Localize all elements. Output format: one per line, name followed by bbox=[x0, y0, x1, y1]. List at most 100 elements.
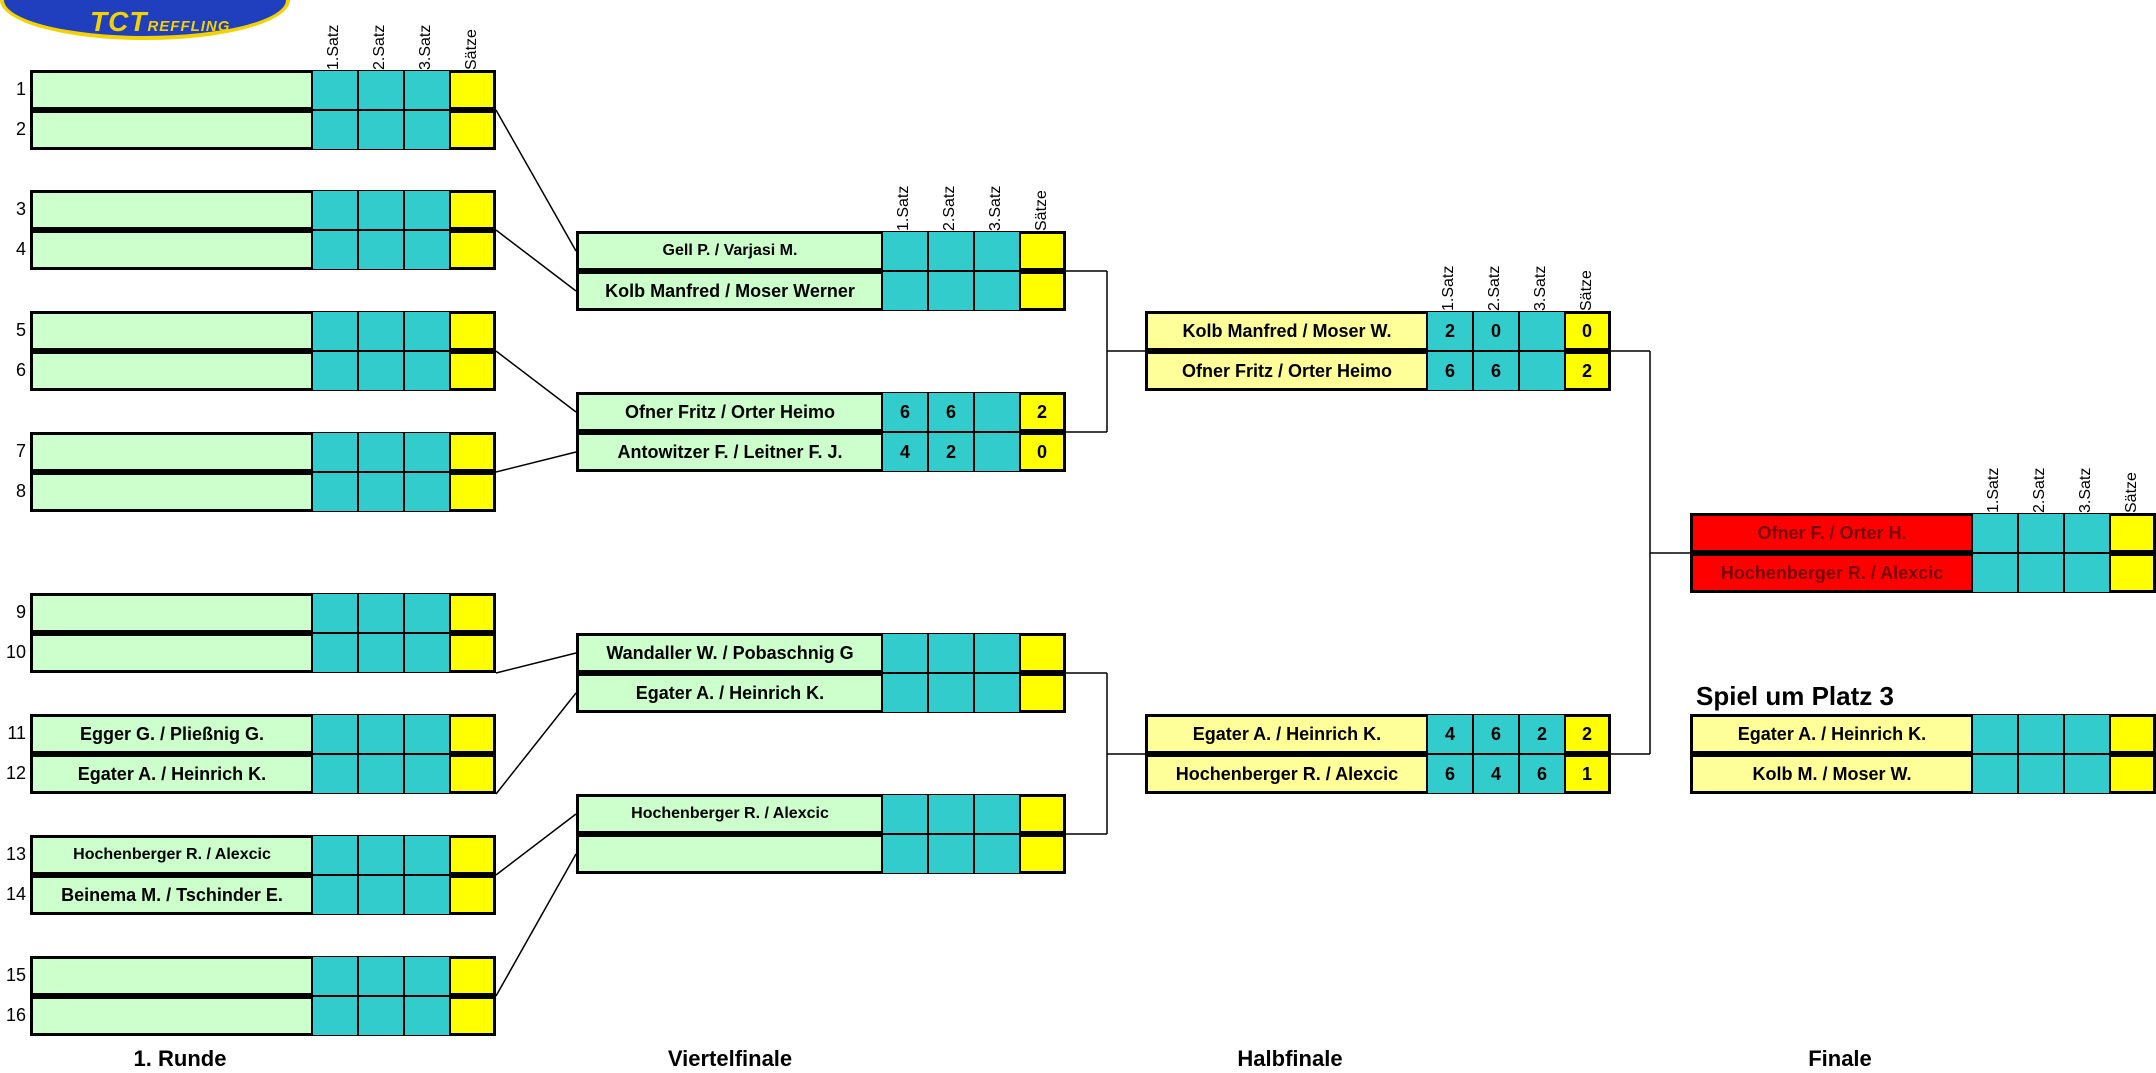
sets-won-cell[interactable] bbox=[2110, 754, 2156, 794]
set-score-cell[interactable]: 6 bbox=[928, 392, 974, 432]
sets-won-cell[interactable]: 0 bbox=[1565, 311, 1611, 351]
sets-won-cell[interactable] bbox=[1020, 271, 1066, 311]
sets-won-cell[interactable]: 2 bbox=[1565, 714, 1611, 754]
player-name[interactable]: Ofner F. / Orter H. bbox=[1690, 513, 1972, 553]
set-score-cell[interactable] bbox=[358, 956, 404, 996]
player-name[interactable] bbox=[30, 230, 312, 270]
set-score-cell[interactable] bbox=[2018, 553, 2064, 593]
set-score-cell[interactable]: 6 bbox=[1427, 754, 1473, 794]
set-score-cell[interactable] bbox=[312, 956, 358, 996]
player-name[interactable] bbox=[30, 633, 312, 673]
sets-won-cell[interactable] bbox=[2110, 513, 2156, 553]
player-name[interactable]: Kolb Manfred / Moser Werner bbox=[576, 271, 882, 311]
set-score-cell[interactable]: 4 bbox=[1473, 754, 1519, 794]
sets-won-cell[interactable] bbox=[450, 835, 496, 875]
set-score-cell[interactable] bbox=[2018, 513, 2064, 553]
set-score-cell[interactable]: 4 bbox=[1427, 714, 1473, 754]
set-score-cell[interactable] bbox=[404, 996, 450, 1036]
set-score-cell[interactable]: 6 bbox=[882, 392, 928, 432]
player-name[interactable]: Kolb M. / Moser W. bbox=[1690, 754, 1972, 794]
sets-won-cell[interactable] bbox=[1020, 633, 1066, 673]
set-score-cell[interactable] bbox=[404, 472, 450, 512]
sets-won-cell[interactable] bbox=[1020, 231, 1066, 271]
set-score-cell[interactable] bbox=[312, 70, 358, 110]
player-name[interactable] bbox=[30, 956, 312, 996]
set-score-cell[interactable] bbox=[358, 472, 404, 512]
set-score-cell[interactable]: 6 bbox=[1519, 754, 1565, 794]
player-name[interactable] bbox=[30, 311, 312, 351]
set-score-cell[interactable] bbox=[974, 231, 1020, 271]
set-score-cell[interactable] bbox=[404, 351, 450, 391]
set-score-cell[interactable] bbox=[882, 794, 928, 834]
set-score-cell[interactable] bbox=[974, 271, 1020, 311]
set-score-cell[interactable] bbox=[974, 673, 1020, 713]
set-score-cell[interactable] bbox=[312, 472, 358, 512]
player-name[interactable] bbox=[30, 996, 312, 1036]
set-score-cell[interactable] bbox=[2064, 754, 2110, 794]
sets-won-cell[interactable] bbox=[450, 593, 496, 633]
set-score-cell[interactable] bbox=[2064, 714, 2110, 754]
set-score-cell[interactable] bbox=[358, 110, 404, 150]
set-score-cell[interactable] bbox=[404, 311, 450, 351]
set-score-cell[interactable] bbox=[974, 432, 1020, 472]
set-score-cell[interactable] bbox=[928, 834, 974, 874]
set-score-cell[interactable] bbox=[404, 110, 450, 150]
player-name[interactable]: Ofner Fritz / Orter Heimo bbox=[576, 392, 882, 432]
set-score-cell[interactable] bbox=[404, 754, 450, 794]
set-score-cell[interactable] bbox=[358, 875, 404, 915]
set-score-cell[interactable] bbox=[882, 633, 928, 673]
set-score-cell[interactable] bbox=[312, 633, 358, 673]
sets-won-cell[interactable] bbox=[1020, 794, 1066, 834]
set-score-cell[interactable] bbox=[974, 834, 1020, 874]
sets-won-cell[interactable] bbox=[450, 714, 496, 754]
set-score-cell[interactable] bbox=[312, 835, 358, 875]
sets-won-cell[interactable] bbox=[450, 754, 496, 794]
set-score-cell[interactable] bbox=[358, 996, 404, 1036]
set-score-cell[interactable] bbox=[404, 593, 450, 633]
player-name[interactable]: Egater A. / Heinrich K. bbox=[576, 673, 882, 713]
player-name[interactable] bbox=[30, 190, 312, 230]
player-name[interactable] bbox=[30, 432, 312, 472]
set-score-cell[interactable] bbox=[1519, 311, 1565, 351]
sets-won-cell[interactable] bbox=[2110, 553, 2156, 593]
set-score-cell[interactable]: 6 bbox=[1473, 351, 1519, 391]
sets-won-cell[interactable]: 2 bbox=[1020, 392, 1066, 432]
player-name[interactable] bbox=[30, 351, 312, 391]
set-score-cell[interactable]: 2 bbox=[1519, 714, 1565, 754]
set-score-cell[interactable] bbox=[312, 351, 358, 391]
set-score-cell[interactable] bbox=[312, 996, 358, 1036]
set-score-cell[interactable] bbox=[358, 593, 404, 633]
player-name[interactable]: Wandaller W. / Pobaschnig G bbox=[576, 633, 882, 673]
set-score-cell[interactable]: 6 bbox=[1427, 351, 1473, 391]
sets-won-cell[interactable] bbox=[1020, 673, 1066, 713]
set-score-cell[interactable] bbox=[404, 875, 450, 915]
sets-won-cell[interactable]: 1 bbox=[1565, 754, 1611, 794]
set-score-cell[interactable] bbox=[312, 230, 358, 270]
sets-won-cell[interactable] bbox=[450, 633, 496, 673]
set-score-cell[interactable] bbox=[312, 875, 358, 915]
set-score-cell[interactable] bbox=[404, 70, 450, 110]
set-score-cell[interactable] bbox=[2064, 553, 2110, 593]
set-score-cell[interactable] bbox=[974, 794, 1020, 834]
set-score-cell[interactable] bbox=[404, 432, 450, 472]
set-score-cell[interactable] bbox=[312, 190, 358, 230]
set-score-cell[interactable]: 4 bbox=[882, 432, 928, 472]
set-score-cell[interactable]: 0 bbox=[1473, 311, 1519, 351]
set-score-cell[interactable] bbox=[312, 593, 358, 633]
player-name[interactable]: Beinema M. / Tschinder E. bbox=[30, 875, 312, 915]
set-score-cell[interactable] bbox=[928, 794, 974, 834]
player-name[interactable]: Kolb Manfred / Moser W. bbox=[1145, 311, 1427, 351]
set-score-cell[interactable] bbox=[2018, 754, 2064, 794]
player-name[interactable] bbox=[30, 593, 312, 633]
set-score-cell[interactable] bbox=[358, 190, 404, 230]
sets-won-cell[interactable] bbox=[450, 956, 496, 996]
set-score-cell[interactable] bbox=[312, 754, 358, 794]
set-score-cell[interactable] bbox=[928, 633, 974, 673]
sets-won-cell[interactable] bbox=[450, 432, 496, 472]
set-score-cell[interactable] bbox=[312, 110, 358, 150]
set-score-cell[interactable]: 2 bbox=[1427, 311, 1473, 351]
set-score-cell[interactable] bbox=[882, 231, 928, 271]
set-score-cell[interactable] bbox=[928, 231, 974, 271]
set-score-cell[interactable] bbox=[404, 190, 450, 230]
set-score-cell[interactable] bbox=[358, 633, 404, 673]
